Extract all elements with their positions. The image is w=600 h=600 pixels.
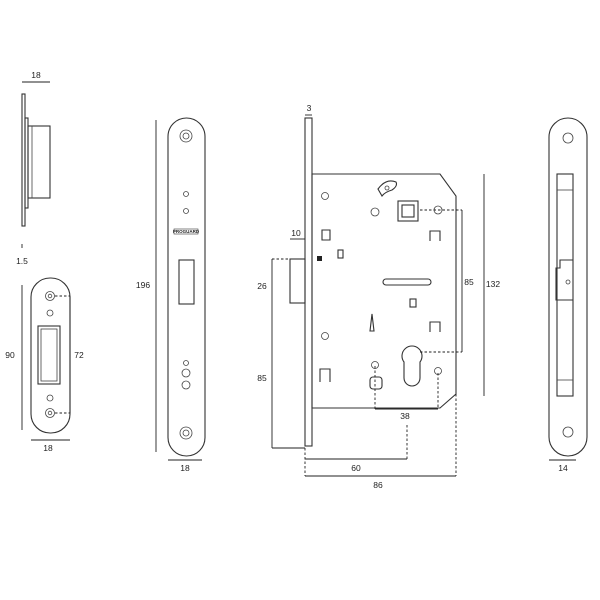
dim-label-strike-height: 90 bbox=[5, 350, 15, 360]
dim-label-spindle-to-cylinder: 85 bbox=[464, 277, 474, 287]
side-case-profile bbox=[556, 173, 574, 397]
faceplate-screw-hole-bottom bbox=[179, 426, 193, 440]
dim-label-strike-spacing: 72 bbox=[74, 350, 84, 360]
faceplate-pin-hole-3 bbox=[183, 360, 189, 366]
dim-label-faceplate-thickness: 3 bbox=[307, 103, 312, 113]
case-small-pin bbox=[409, 298, 417, 308]
latch-pin-left bbox=[317, 256, 322, 261]
latch-slot bbox=[382, 278, 432, 286]
latch-lever-pivot bbox=[384, 185, 390, 191]
strike-box bbox=[27, 125, 51, 199]
dim-label-cylinder-spacing: 38 bbox=[400, 411, 410, 421]
lock-body-side-view: 3 10 26 85 bbox=[257, 103, 500, 490]
latch-lever bbox=[377, 180, 398, 197]
strike-pin-hole-bottom bbox=[46, 394, 54, 402]
case-bracket-top-left bbox=[321, 229, 331, 241]
case-screw-hole-mid-left bbox=[321, 332, 329, 340]
spindle-square-inner bbox=[401, 204, 415, 218]
side-screw-hole-top bbox=[562, 132, 574, 144]
side-latch-pin bbox=[565, 279, 571, 285]
dim-label-strike-lip: 1.5 bbox=[16, 256, 28, 266]
dim-label-latch-projection: 10 bbox=[291, 228, 301, 238]
dim-label-lower-offset: 85 bbox=[257, 373, 267, 383]
latch-pin-right bbox=[337, 249, 344, 259]
strike-screw-hole-top-inner bbox=[47, 293, 53, 299]
faceplate-front-view: 196 PROGUARD 18 bbox=[136, 117, 206, 473]
spindle-square-outer bbox=[397, 200, 419, 222]
dim-label-faceplate-height: 196 bbox=[136, 280, 150, 290]
dim-label-case-height: 132 bbox=[486, 279, 500, 289]
faceplate-screw-hole-top-inner bbox=[182, 132, 190, 140]
case-bracket-mid-right bbox=[429, 321, 441, 332]
lock-faceplate-edge bbox=[304, 117, 313, 447]
dim-label-latch-height: 26 bbox=[257, 281, 267, 291]
strike-pin-hole-top bbox=[46, 309, 54, 317]
side-faceplate-outline bbox=[548, 117, 588, 457]
strike-screw-hole-bottom bbox=[45, 408, 55, 418]
faceplate-screw-hole-top bbox=[179, 129, 193, 143]
faceplate-side-view: 14 bbox=[548, 117, 588, 473]
latch-bolt bbox=[289, 258, 306, 304]
case-bracket-bottom-left bbox=[319, 368, 331, 382]
case-screw-hole-upper bbox=[370, 207, 380, 217]
strike-screw-hole-top bbox=[45, 291, 55, 301]
case-screw-hole-top-left bbox=[321, 192, 329, 200]
side-screw-hole-bottom bbox=[562, 426, 574, 438]
dim-label-backset: 60 bbox=[351, 463, 361, 473]
dim-label-case-depth: 86 bbox=[373, 480, 383, 490]
case-lower-tab bbox=[369, 376, 383, 390]
strike-latch-opening-inner bbox=[40, 328, 58, 382]
strike-plate-side-view: 18 1.5 bbox=[16, 70, 51, 266]
faceplate-screw-hole-bottom-inner bbox=[182, 429, 190, 437]
strike-plate-front-view: 90 72 18 bbox=[5, 277, 84, 453]
faceplate-follower-hole-1 bbox=[181, 368, 191, 378]
faceplate-pin-hole-2 bbox=[183, 208, 189, 214]
dim-label-faceplate-width: 18 bbox=[180, 463, 190, 473]
case-bracket-top-right bbox=[429, 230, 441, 241]
case-spring-pin bbox=[369, 313, 375, 332]
brand-stamp-text: PROGUARD bbox=[173, 229, 200, 234]
faceplate-outline bbox=[167, 117, 206, 457]
euro-cylinder-hole bbox=[401, 345, 423, 387]
side-latch-profile bbox=[555, 259, 573, 301]
dim-label-side-width: 14 bbox=[558, 463, 568, 473]
strike-latch-opening bbox=[37, 325, 61, 385]
brand-stamp-box bbox=[173, 228, 199, 235]
faceplate-follower-hole-2 bbox=[181, 380, 191, 390]
dim-label-strike-width: 18 bbox=[43, 443, 53, 453]
faceplate-pin-hole-1 bbox=[183, 191, 189, 197]
dim-label-strike-thickness: 18 bbox=[31, 70, 41, 80]
faceplate-latch-opening bbox=[178, 259, 195, 305]
strike-screw-hole-bottom-inner bbox=[47, 410, 53, 416]
